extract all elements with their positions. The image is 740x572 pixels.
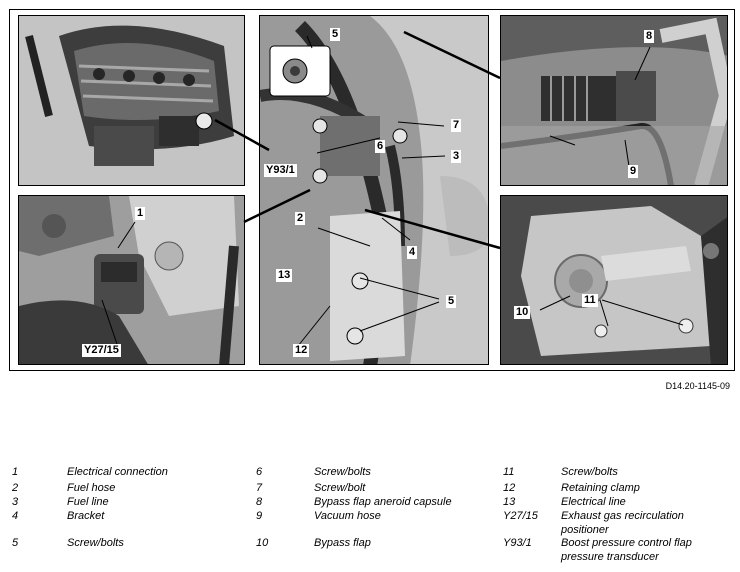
legend-num: 4	[12, 510, 19, 522]
callout-1: 1	[135, 207, 146, 220]
callout-y93-1: Y93/1	[264, 164, 297, 177]
legend-text: Retaining clamp	[561, 482, 640, 494]
figure-code: D14.20-1145-09	[665, 381, 730, 391]
callout-7: 7	[451, 119, 462, 132]
legend-num: 8	[256, 496, 263, 508]
legend-text: Boost pressure control flap pressure tra…	[561, 537, 692, 563]
legend-text: Fuel line	[67, 496, 109, 508]
capsule-drawing	[501, 16, 727, 185]
legend-num: 2	[12, 482, 19, 494]
legend-num: 6	[256, 466, 263, 478]
legend-text: Fuel hose	[67, 482, 116, 494]
legend-text: Electrical connection	[67, 466, 168, 478]
callout-5-center: 5	[446, 295, 457, 308]
callout-4: 4	[407, 246, 418, 259]
legend-num: 13	[503, 496, 516, 508]
callout-y27-15: Y27/15	[82, 344, 121, 357]
legend-text: Bypass flap	[314, 537, 371, 549]
callout-13: 13	[276, 269, 293, 282]
legend-num: 3	[12, 496, 19, 508]
legend-text: Screw/bolts	[561, 466, 618, 478]
legend-text: Bypass flap aneroid capsule	[314, 496, 452, 508]
legend-num: 5	[12, 537, 19, 549]
photo-bypass-flap	[500, 195, 728, 365]
callout-2: 2	[295, 212, 306, 225]
bypass-drawing	[260, 16, 488, 364]
photo-egr-positioner	[18, 195, 245, 365]
legend-num: 11	[503, 466, 515, 478]
legend-num: Y93/1	[503, 537, 532, 549]
legend-num: 12	[503, 482, 516, 494]
callout-11: 11	[582, 294, 598, 307]
photo-bypass-area	[259, 15, 489, 365]
callout-5-top: 5	[330, 28, 341, 41]
legend-num: 1	[12, 466, 19, 478]
figure-frame: 1 Y27/15 5 Y93/1 6 7 3 2 4 13 5 12 8 9 1…	[9, 9, 735, 371]
legend-text: Vacuum hose	[314, 510, 381, 522]
photo-engine-overview	[18, 15, 245, 186]
legend-text: Bracket	[67, 510, 105, 522]
flap-drawing	[501, 196, 727, 364]
engine-drawing	[19, 16, 244, 185]
legend-text: Screw/bolt	[314, 482, 366, 494]
legend-num: Y27/15	[503, 510, 538, 522]
callout-8: 8	[644, 30, 655, 43]
callout-9: 9	[628, 165, 639, 178]
legend-text: Exhaust gas recirculation positioner	[561, 510, 684, 536]
callout-3: 3	[451, 150, 462, 163]
legend-num: 9	[256, 510, 263, 522]
panel-connectors	[101, 30, 684, 348]
photo-aneroid-capsule	[500, 15, 728, 186]
egr-drawing	[19, 196, 244, 364]
legend-text: Screw/bolts	[314, 466, 371, 478]
callout-6: 6	[375, 140, 386, 153]
callout-10: 10	[514, 306, 531, 319]
legend-num: 7	[256, 482, 263, 494]
legend-text: Electrical line	[561, 496, 626, 508]
legend-num: 10	[256, 537, 269, 549]
legend-text: Screw/bolts	[67, 537, 124, 549]
callout-12: 12	[293, 344, 310, 357]
